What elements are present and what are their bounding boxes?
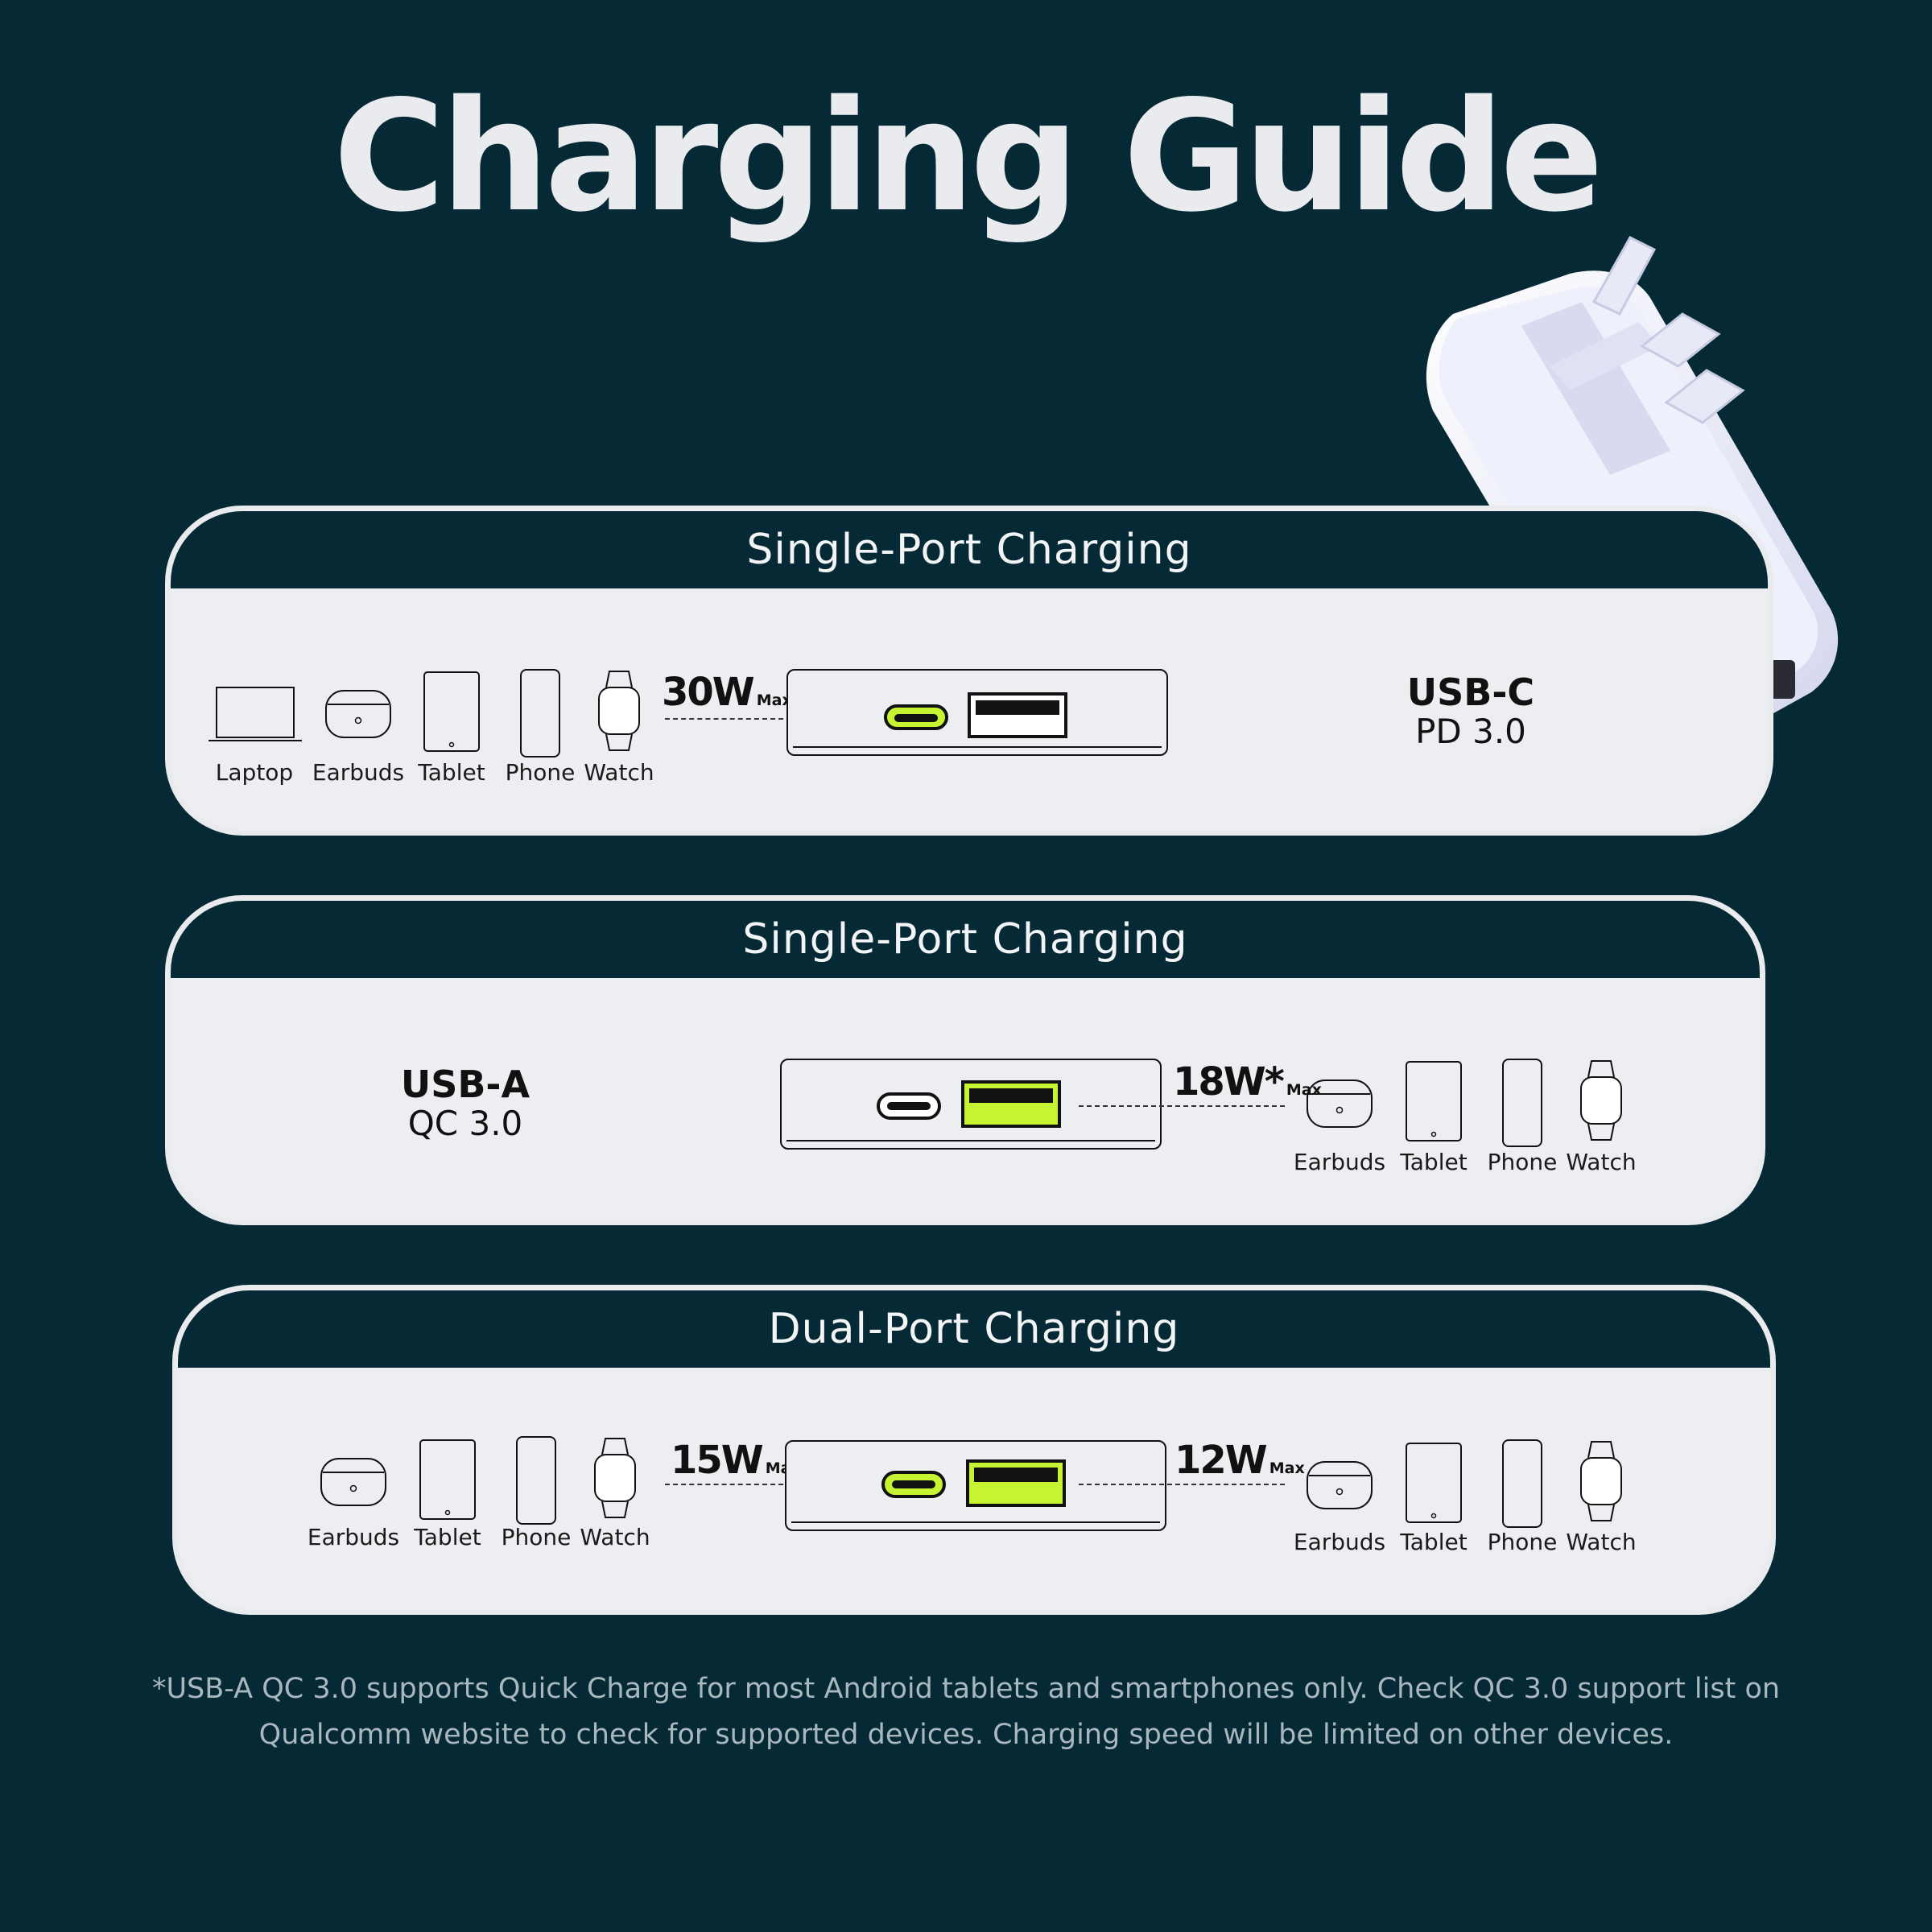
dashed-connector — [665, 718, 873, 720]
device-label-phone: Phone — [1487, 1529, 1558, 1555]
charger-edge — [791, 1521, 1160, 1523]
usb-c-port-icon — [884, 704, 948, 730]
page-title: Charging Guide — [332, 68, 1604, 246]
watt-label-right: 18W*Max — [1173, 1059, 1322, 1104]
dashed-connector — [665, 1484, 873, 1485]
device-label-laptop: Laptop — [215, 759, 294, 786]
watch-icon — [594, 1438, 636, 1518]
earbuds-icon — [1307, 1080, 1373, 1128]
device-label-tablet: Tablet — [418, 759, 485, 786]
phone-icon — [520, 669, 560, 758]
device-label-phone: Phone — [501, 1524, 572, 1550]
device-label-phone: Phone — [505, 759, 576, 786]
charger-edge — [793, 746, 1162, 748]
panel-header: Single-Port Charging — [171, 511, 1768, 588]
device-label-phone: Phone — [1487, 1149, 1558, 1175]
usb-a-tongue — [974, 1468, 1058, 1482]
earbuds-icon — [1307, 1461, 1373, 1509]
port-name-usb-c: USB-C PD 3.0 — [1406, 671, 1535, 751]
device-label-tablet: Tablet — [414, 1524, 481, 1550]
usb-c-tongue — [894, 714, 938, 722]
charger-edge — [786, 1140, 1155, 1141]
usb-a-tongue — [976, 700, 1059, 715]
usb-c-tongue — [887, 1102, 931, 1110]
panel-dual-port: Dual-Port Charging Earbuds Tablet Phone … — [172, 1285, 1776, 1615]
device-label-earbuds: Earbuds — [312, 759, 405, 786]
panel-usb-c-single: Single-Port Charging Laptop Earbuds Tabl… — [165, 506, 1773, 836]
device-label-tablet: Tablet — [1400, 1529, 1468, 1555]
usb-a-tongue — [969, 1088, 1053, 1103]
phone-icon — [516, 1436, 556, 1525]
tablet-icon — [1406, 1061, 1462, 1141]
earbuds-icon — [320, 1458, 386, 1506]
usb-c-port-icon — [881, 1471, 946, 1498]
footnote-line-2: Qualcomm website to check for supported … — [258, 1719, 1674, 1751]
earbuds-icon — [325, 690, 391, 738]
dashed-connector — [1079, 1484, 1285, 1485]
dashed-connector — [1079, 1105, 1285, 1107]
tablet-icon — [1406, 1443, 1462, 1523]
tablet-icon — [419, 1439, 476, 1520]
tablet-icon — [423, 671, 480, 752]
device-label-watch: Watch — [1566, 1149, 1637, 1175]
footnote-line-1: *USB-A QC 3.0 supports Quick Charge for … — [151, 1673, 1781, 1705]
watch-icon — [1580, 1060, 1622, 1141]
device-label-watch: Watch — [1566, 1529, 1637, 1555]
device-label-earbuds: Earbuds — [1293, 1529, 1386, 1555]
phone-icon — [1502, 1059, 1542, 1147]
device-label-earbuds: Earbuds — [1293, 1149, 1386, 1175]
usb-a-port-icon — [968, 692, 1067, 738]
port-name-usb-a: USB-A QC 3.0 — [400, 1063, 530, 1143]
usb-a-port-icon — [961, 1080, 1061, 1128]
panel-usb-a-single: Single-Port Charging USB-A QC 3.0 18W*Ma… — [165, 895, 1765, 1225]
usb-c-port-icon — [877, 1092, 941, 1120]
usb-a-port-icon — [966, 1459, 1066, 1507]
footnote: *USB-A QC 3.0 supports Quick Charge for … — [121, 1666, 1811, 1758]
laptop-icon — [208, 687, 302, 741]
panel-header: Single-Port Charging — [171, 901, 1760, 978]
phone-icon — [1502, 1439, 1542, 1528]
watch-icon — [1580, 1441, 1622, 1521]
watch-icon — [598, 671, 640, 751]
device-label-earbuds: Earbuds — [307, 1524, 400, 1550]
device-label-watch: Watch — [584, 759, 654, 786]
device-label-watch: Watch — [580, 1524, 650, 1550]
panel-header: Dual-Port Charging — [178, 1290, 1770, 1368]
usb-c-tongue — [892, 1480, 935, 1488]
device-label-tablet: Tablet — [1400, 1149, 1468, 1175]
